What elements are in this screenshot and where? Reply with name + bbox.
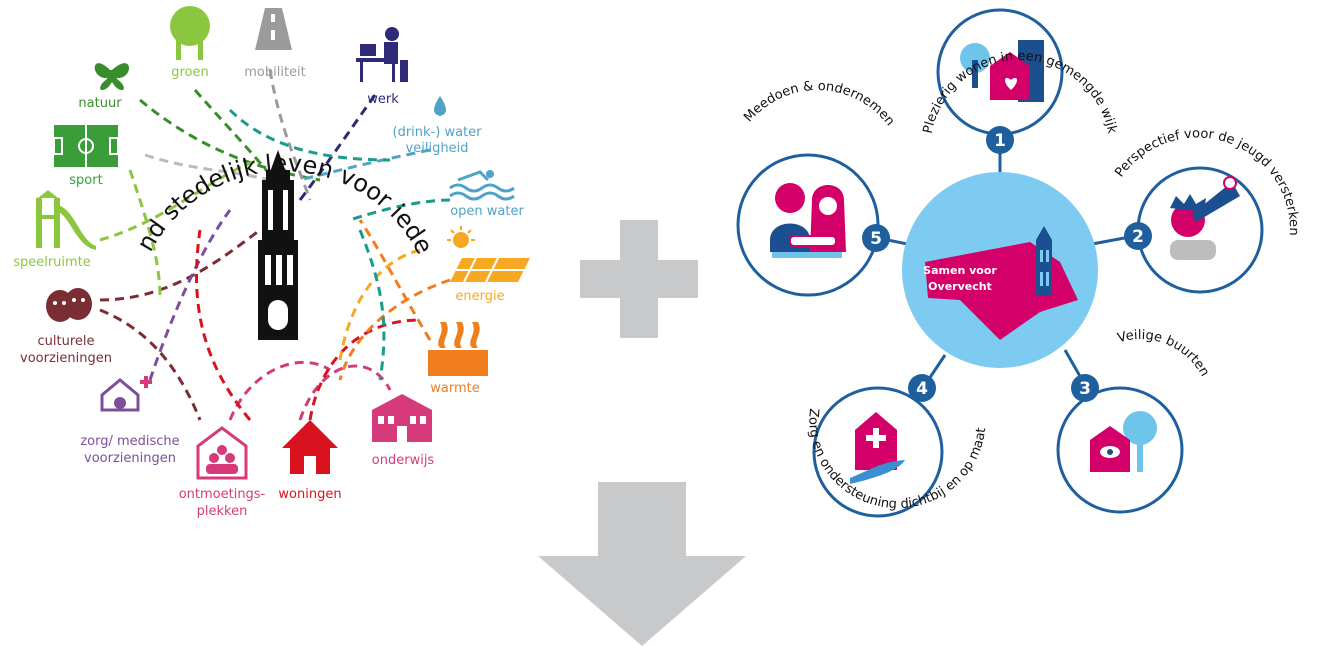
label-mobiliteit: mobiliteit (244, 65, 306, 80)
sports-field-icon (53, 125, 119, 167)
theme-5-label: Meedoen & ondernemen (741, 79, 897, 129)
left-diagram: gezond stedelijk leven voor iedereen gro… (0, 0, 530, 519)
dom-tower-icon (258, 150, 298, 340)
down-arrow-icon (538, 482, 746, 646)
label-onderwijs: onderwijs (372, 453, 435, 468)
label-zorg-voorzieningen: voorzieningen (84, 451, 176, 466)
label-natuur: natuur (78, 96, 122, 111)
theme-1-circle: 1 Plezierig wonen in een gemengde wijk (921, 8, 1120, 154)
butterfly-icon (94, 63, 130, 91)
right-diagram: Samen voor Overvecht 1 Plezierig wonen i… (736, 8, 1301, 518)
road-icon (255, 8, 292, 50)
tree-icon (170, 6, 210, 60)
theater-masks-icon (46, 288, 92, 322)
theme-3-label: Veilige buurten (1116, 328, 1212, 379)
water-drop-icon (434, 96, 446, 116)
theme-3-circle: 3 Veilige buurten (1056, 328, 1212, 514)
center-label-2: Overvecht (928, 280, 992, 293)
label-woningen: woningen (278, 487, 341, 502)
meeting-place-icon (196, 426, 248, 480)
theme-1-number: 1 (994, 131, 1006, 151)
center-label-1: Samen voor (923, 264, 997, 277)
label-ontmoetings: ontmoetings- (179, 487, 266, 502)
label-energie: energie (455, 289, 504, 304)
playground-slide-icon (36, 190, 96, 250)
label-plekken: plekken (197, 504, 248, 519)
label-culturele-voorzieningen: voorzieningen (20, 351, 112, 366)
medical-care-icon (100, 376, 152, 412)
theme-5-circle: 5 Meedoen & ondernemen (736, 79, 897, 297)
center-circle: Samen voor Overvecht (902, 172, 1098, 368)
label-culturele: culturele (37, 334, 94, 349)
work-desk-icon (356, 27, 408, 82)
theme-4-circle: 4 Zorg en ondersteuning dichtbij en op m… (805, 374, 989, 518)
dashed-connections (99, 69, 451, 421)
solar-energy-icon (447, 226, 530, 283)
label-warmte: warmte (430, 381, 479, 396)
label-sport: sport (69, 173, 102, 188)
house-icon (282, 420, 338, 474)
label-zorg: zorg/ medische (80, 434, 179, 449)
label-open-water: open water (450, 204, 524, 219)
theme-2-circle: 2 Perspectief voor de jeugd versterken (1112, 126, 1301, 294)
swimmer-icon (449, 170, 515, 201)
theme-4-number: 4 (916, 379, 928, 399)
school-icon (372, 394, 432, 442)
tower-icon (1036, 226, 1052, 296)
label-water: (drink-) water (393, 125, 483, 140)
heat-icon (428, 322, 488, 376)
label-groen: groen (171, 65, 209, 80)
theme-3-number: 3 (1079, 379, 1091, 399)
theme-2-number: 2 (1132, 227, 1144, 247)
plus-icon (580, 220, 698, 338)
label-speelruimte: speelruimte (13, 255, 91, 270)
theme-5-number: 5 (870, 229, 882, 249)
label-veiligheid: veiligheid (406, 141, 469, 156)
label-werk: werk (367, 92, 399, 107)
